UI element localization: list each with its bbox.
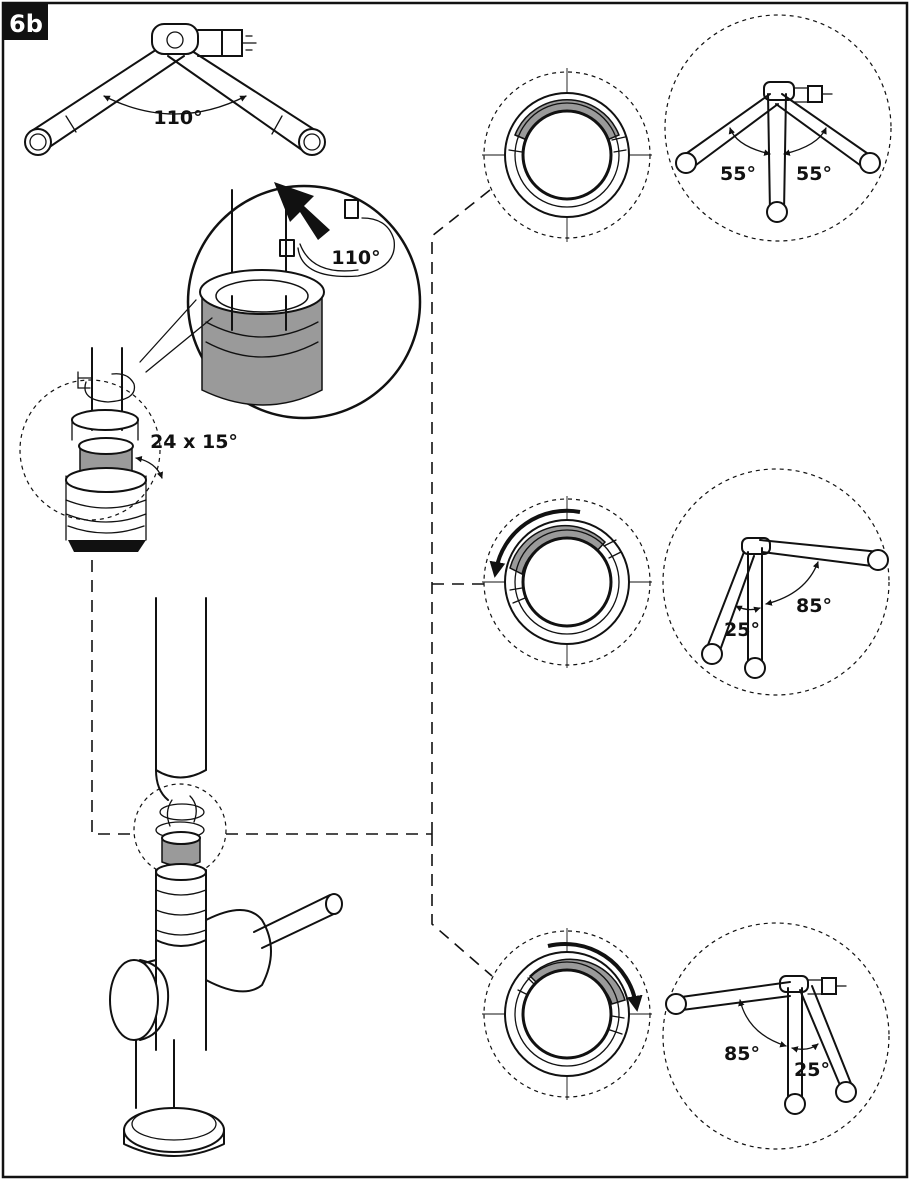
pos1-left-label: 55°: [720, 163, 756, 185]
clip-detail-label: 24 x 15°: [150, 431, 238, 453]
leader-lines: [91, 189, 493, 977]
pos1-right-label: 55°: [796, 163, 832, 185]
ring-view-2: [482, 496, 652, 668]
step-label: 6b: [9, 10, 43, 38]
top-angle-label: 110°: [153, 107, 202, 129]
top-swing-view: 110°: [24, 23, 326, 156]
ring-view-1: [482, 68, 652, 242]
spout-position-1: 55° 55°: [664, 14, 892, 242]
spout-position-3: 85° 25°: [662, 922, 890, 1150]
detail-angle-label: 110°: [331, 247, 380, 269]
ring-view-3: [482, 928, 652, 1100]
pos2-left-label: 25°: [724, 619, 760, 641]
step-badge: 6b: [4, 4, 48, 40]
magnified-detail-upper: 110°: [186, 182, 422, 420]
pos2-right-label: 85°: [796, 595, 832, 617]
pos3-right-label: 25°: [794, 1059, 830, 1081]
clip-detail-circle: 24 x 15°: [19, 347, 238, 552]
spout-position-2: 25° 85°: [662, 468, 890, 696]
pos3-left-label: 85°: [724, 1043, 760, 1065]
faucet-body: [109, 597, 343, 1157]
